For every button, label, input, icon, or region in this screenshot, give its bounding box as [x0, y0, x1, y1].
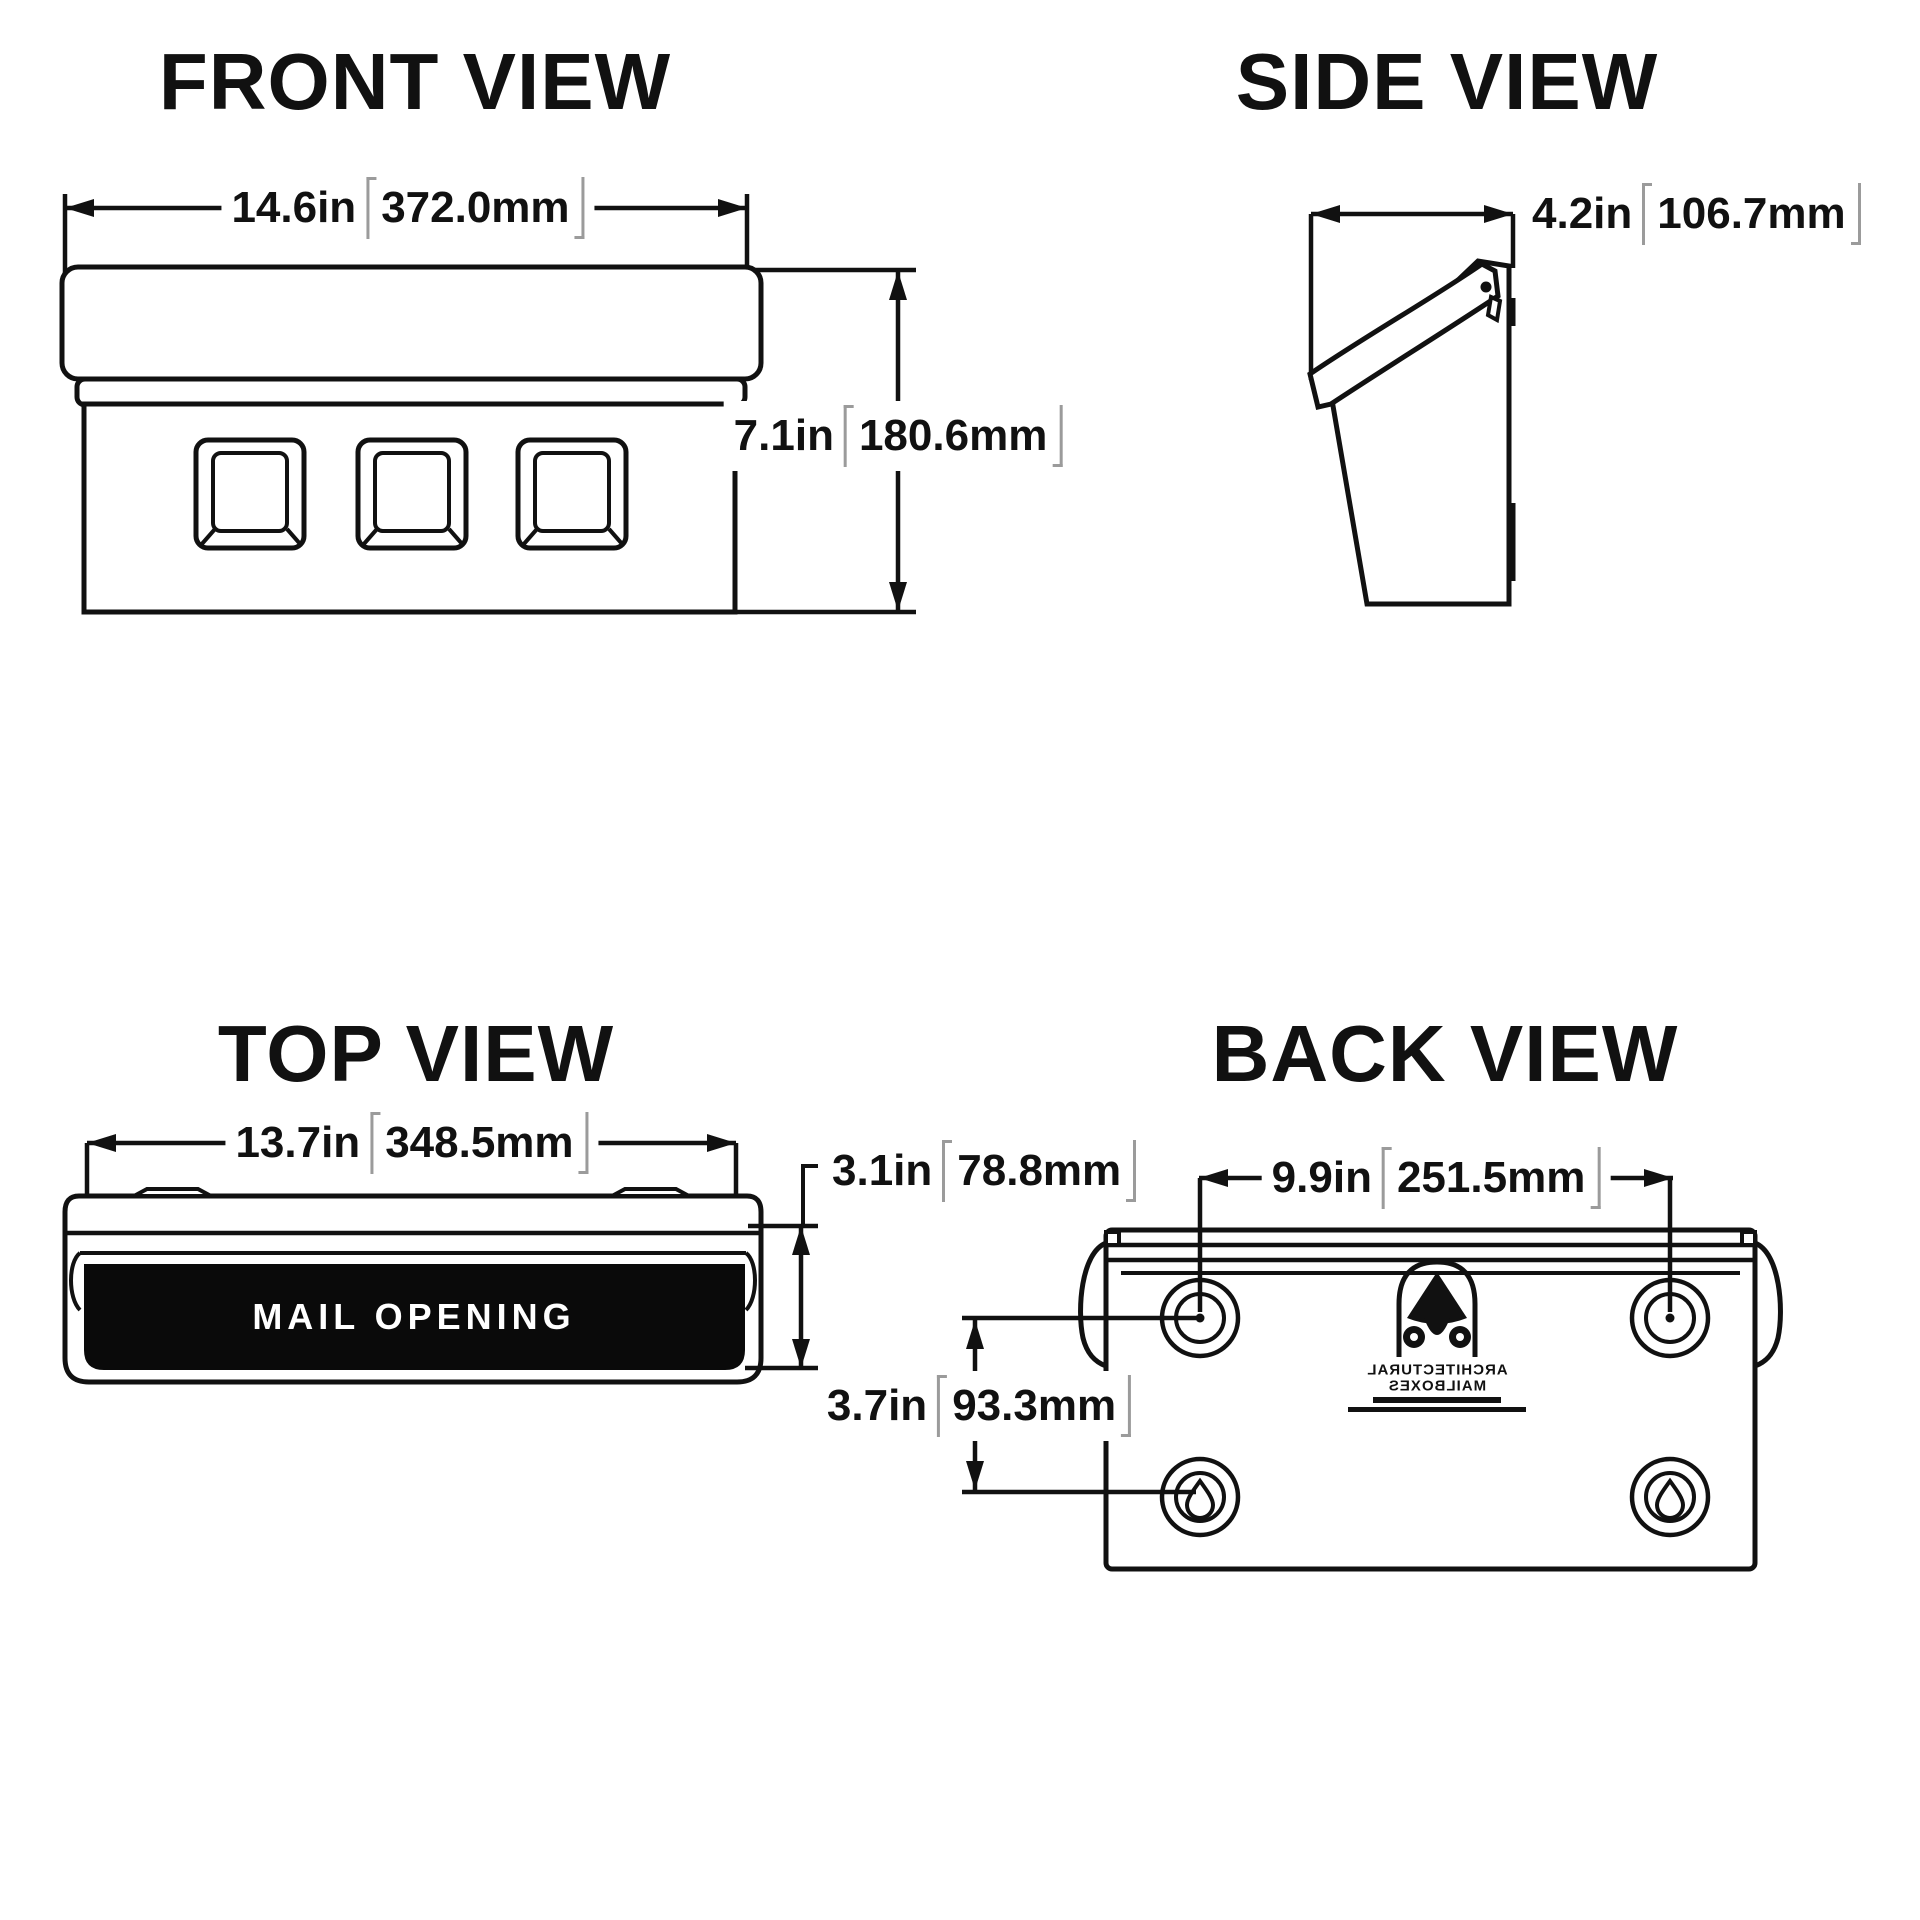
arrowhead-right — [1644, 1169, 1673, 1187]
keyhole-teardrop — [1654, 1477, 1686, 1520]
back-corner-tab-right — [1740, 1230, 1757, 1247]
dim-value-inches: 3.7in — [826, 1381, 928, 1430]
logo-ornament — [1407, 1272, 1467, 1324]
arrowhead-left — [1311, 205, 1340, 223]
front-lid-step — [74, 376, 748, 408]
window-inner — [211, 451, 289, 533]
front-view-drawing — [59, 194, 916, 615]
hole-inner-ring — [1644, 1471, 1696, 1523]
window-bevel — [447, 527, 465, 547]
side-view-drawing — [1307, 205, 1516, 607]
mail-opening-band — [84, 1264, 745, 1370]
top-tab-left — [133, 1187, 212, 1198]
dim-bracket: 251.5mm — [1382, 1147, 1600, 1209]
top-lid-depth-dim-label: 3.1in 78.8mm — [822, 1136, 1147, 1206]
logo-arch — [1396, 1259, 1478, 1357]
dim-value-mm: 93.3mm — [952, 1381, 1117, 1430]
dim-bracket: 93.3mm — [937, 1375, 1131, 1437]
front-lid-outline — [59, 264, 764, 382]
window-inner — [533, 451, 611, 533]
arrowhead-down — [792, 1339, 810, 1368]
side-lid-outline — [1307, 261, 1501, 410]
arrowhead-left — [65, 199, 94, 217]
brand-logo-smallprint-bar — [1348, 1407, 1526, 1412]
top-width-dim-label: 13.7in 348.5mm — [225, 1108, 599, 1178]
side-view-title: SIDE VIEW — [1235, 37, 1659, 126]
front-view-title: FRONT VIEW — [158, 37, 672, 126]
dim-value-mm: 372.0mm — [381, 183, 570, 232]
mail-opening-label: MAIL OPENING — [252, 1296, 576, 1337]
dim-value-inches: 9.9in — [1271, 1153, 1372, 1202]
dim-bracket: 348.5mm — [370, 1112, 588, 1174]
front-window-3 — [515, 437, 629, 551]
arrowhead-up — [792, 1226, 810, 1255]
dim-value-inches: 7.1in — [733, 411, 834, 460]
back-view-title: BACK VIEW — [1211, 1009, 1679, 1098]
top-tab-right — [611, 1187, 690, 1198]
window-inner — [373, 451, 451, 533]
logo-scroll — [1410, 1333, 1418, 1341]
window-bevel — [607, 527, 625, 547]
brand-logo-emblem — [1396, 1259, 1478, 1357]
hole-center-dot — [1195, 1313, 1205, 1323]
back-hook-right — [1753, 1240, 1783, 1369]
arrowhead-right — [707, 1134, 736, 1152]
arrowhead-down — [889, 582, 907, 611]
top-view-drawing — [62, 1134, 818, 1385]
arrowhead-up — [889, 271, 907, 300]
back-hole-spacing-v-dim-label: 3.7in 93.3mm — [816, 1371, 1142, 1441]
dim-bracket: 372.0mm — [366, 177, 584, 239]
leader-elbow — [801, 1164, 818, 1224]
top-side-hook-right — [744, 1251, 757, 1312]
front-window-2 — [355, 437, 469, 551]
front-window-1 — [193, 437, 307, 551]
dim-value-inches: 14.6in — [231, 183, 357, 232]
side-pivot-dot — [1480, 281, 1492, 293]
dim-value-inches: 3.1in — [832, 1146, 933, 1195]
hole-outer-ring — [1159, 1456, 1241, 1538]
dim-bracket: 106.7mm — [1642, 183, 1860, 245]
mount-hole-bottom-right — [1629, 1456, 1711, 1538]
back-corner-tab-left — [1104, 1230, 1121, 1247]
hole-inner-ring — [1174, 1471, 1226, 1523]
dim-value-inches: 4.2in — [1532, 189, 1633, 238]
side-depth-dim-label: 4.2in 106.7mm — [1522, 179, 1871, 249]
arrowhead-right — [1484, 205, 1513, 223]
dim-value-mm: 348.5mm — [385, 1118, 574, 1167]
dim-bracket: 78.8mm — [942, 1140, 1136, 1202]
brand-logo-smallprint-bar — [1373, 1397, 1501, 1403]
dim-value-mm: 78.8mm — [957, 1146, 1122, 1195]
top-view-title: TOP VIEW — [217, 1009, 615, 1098]
brand-logo-text-line2: MAILBOXES — [1387, 1377, 1487, 1395]
arrowhead-left — [87, 1134, 116, 1152]
front-height-dim-label: 7.1in 180.6mm — [723, 401, 1073, 471]
window-bevel — [361, 527, 379, 547]
back-hole-spacing-h-dim-label: 9.9in 251.5mm — [1261, 1143, 1611, 1213]
dim-value-mm: 251.5mm — [1396, 1153, 1586, 1202]
arrowhead-down — [966, 1461, 984, 1490]
dim-bracket: 180.6mm — [844, 405, 1062, 467]
logo-scroll — [1456, 1333, 1464, 1341]
arrowhead-up — [966, 1320, 984, 1349]
dim-value-mm: 106.7mm — [1657, 189, 1846, 238]
dim-value-mm: 180.6mm — [858, 411, 1048, 460]
dim-value-inches: 13.7in — [235, 1118, 361, 1167]
window-bevel — [199, 527, 217, 547]
brand-logo-text-line1: ARCHITECTURAL — [1366, 1361, 1508, 1379]
window-bevel — [521, 527, 539, 547]
top-side-hook-left — [69, 1251, 82, 1312]
hole-center-dot — [1665, 1313, 1675, 1323]
logo-ornament — [1424, 1318, 1450, 1335]
side-latch — [1485, 294, 1503, 324]
arrowhead-right — [718, 199, 747, 217]
front-width-dim-label: 14.6in 372.0mm — [221, 173, 595, 243]
window-bevel — [285, 527, 303, 547]
hole-outer-ring — [1629, 1456, 1711, 1538]
arrowhead-left — [1199, 1169, 1228, 1187]
back-hook-left — [1078, 1240, 1108, 1369]
